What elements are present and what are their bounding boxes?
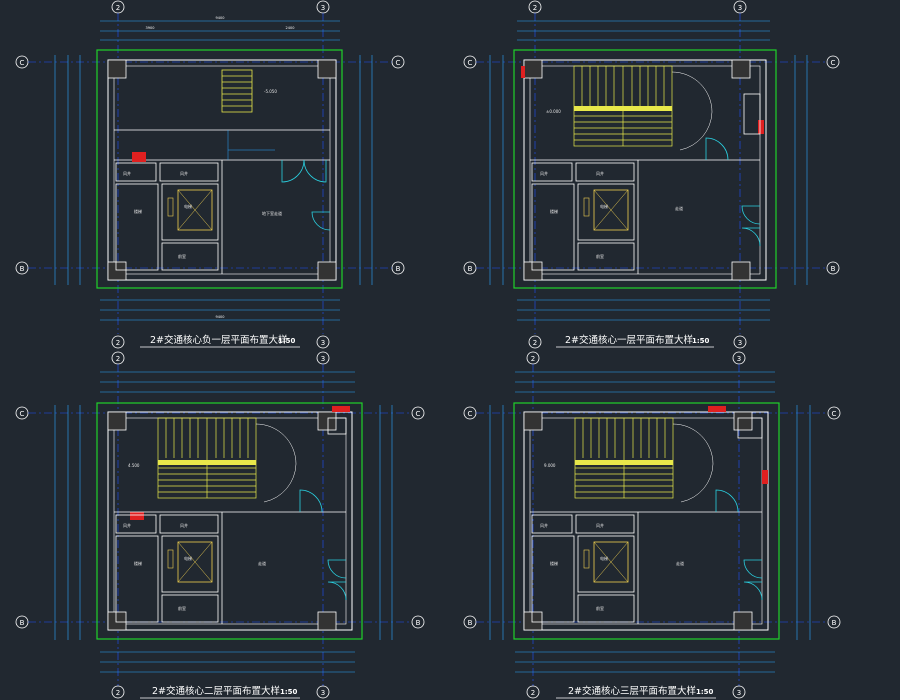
plan-f2-scale: 1:50 <box>280 688 298 696</box>
svg-text:2: 2 <box>116 355 120 363</box>
svg-text:地下室走道: 地下室走道 <box>262 210 282 216</box>
plan-f3-scale: 1:50 <box>696 688 714 696</box>
svg-text:2: 2 <box>116 689 120 697</box>
svg-text:楼梯: 楼梯 <box>550 560 558 566</box>
svg-text:电梯: 电梯 <box>600 203 608 209</box>
svg-text:走道: 走道 <box>675 205 683 211</box>
plan-f1-scale: 1:50 <box>692 337 710 345</box>
svg-text:C: C <box>831 59 836 67</box>
plan-b1-title: 2#交通核心负一层平面布置大样 <box>150 334 288 346</box>
svg-text:B: B <box>396 265 401 273</box>
svg-text:2: 2 <box>531 355 535 363</box>
plan-f2-border <box>96 402 363 640</box>
svg-text:9.000: 9.000 <box>544 463 556 468</box>
svg-text:风井: 风井 <box>180 170 188 176</box>
svg-text:3: 3 <box>738 339 742 347</box>
svg-text:B: B <box>20 265 25 273</box>
svg-text:2: 2 <box>116 339 120 347</box>
plan-f3-border <box>513 402 780 640</box>
plan-f1-title: 2#交通核心一层平面布置大样 <box>565 334 693 346</box>
svg-text:-5.050: -5.050 <box>264 89 277 94</box>
svg-text:电梯: 电梯 <box>600 555 608 561</box>
svg-text:C: C <box>416 410 421 418</box>
svg-text:走道: 走道 <box>676 560 684 566</box>
svg-text:±0.000: ±0.000 <box>546 109 561 114</box>
svg-text:楼梯: 楼梯 <box>134 208 142 214</box>
svg-text:电梯: 电梯 <box>184 555 192 561</box>
plan-b1: 2 3 9400 3900 2400 C B C B <box>15 0 405 349</box>
svg-text:风井: 风井 <box>596 522 604 528</box>
svg-text:走道: 走道 <box>258 560 266 566</box>
svg-text:3: 3 <box>737 689 741 697</box>
svg-text:3: 3 <box>321 689 325 697</box>
svg-text:风井: 风井 <box>540 170 548 176</box>
svg-text:B: B <box>20 619 25 627</box>
svg-text:9400: 9400 <box>216 16 225 20</box>
svg-text:楼梯: 楼梯 <box>134 560 142 566</box>
plan-b1-border <box>96 49 343 289</box>
svg-text:2400: 2400 <box>286 26 295 30</box>
svg-text:B: B <box>416 619 421 627</box>
svg-text:B: B <box>831 265 836 273</box>
svg-text:9400: 9400 <box>216 315 225 319</box>
svg-text:电梯: 电梯 <box>184 203 192 209</box>
svg-text:B: B <box>832 619 837 627</box>
axis-label-3-top: 3 <box>321 4 325 12</box>
svg-text:2: 2 <box>533 4 537 12</box>
svg-text:B: B <box>468 265 473 273</box>
svg-text:B: B <box>468 619 473 627</box>
svg-text:C: C <box>20 410 25 418</box>
axis-label-2-top: 2 <box>116 4 120 12</box>
svg-text:3900: 3900 <box>146 26 155 30</box>
svg-text:C: C <box>468 59 473 67</box>
svg-text:前室: 前室 <box>596 605 604 611</box>
plan-f2-title: 2#交通核心二层平面布置大样 <box>152 685 280 697</box>
svg-text:楼梯: 楼梯 <box>550 208 558 214</box>
plan-f2: 2 3 C B C B <box>15 351 425 699</box>
svg-text:4.500: 4.500 <box>128 463 140 468</box>
svg-text:2: 2 <box>531 689 535 697</box>
svg-text:2: 2 <box>533 339 537 347</box>
svg-text:3: 3 <box>321 339 325 347</box>
plan-f3: 2 3 C B C B <box>463 351 841 699</box>
svg-text:前室: 前室 <box>178 605 186 611</box>
svg-text:3: 3 <box>321 355 325 363</box>
svg-text:风井: 风井 <box>596 170 604 176</box>
svg-text:C: C <box>832 410 837 418</box>
svg-text:3: 3 <box>738 4 742 12</box>
svg-text:C: C <box>20 59 25 67</box>
svg-text:风井: 风井 <box>180 522 188 528</box>
plan-f1-border <box>513 49 777 289</box>
svg-text:风井: 风井 <box>123 170 131 176</box>
svg-text:3: 3 <box>737 355 741 363</box>
svg-text:C: C <box>468 410 473 418</box>
svg-text:C: C <box>396 59 401 67</box>
svg-text:风井: 风井 <box>540 522 548 528</box>
plan-f3-title: 2#交通核心三层平面布置大样 <box>568 685 696 697</box>
svg-text:前室: 前室 <box>178 253 186 259</box>
plan-b1-scale: 1:50 <box>278 337 296 345</box>
plan-f1: 2 3 C B C B <box>463 0 840 349</box>
svg-text:前室: 前室 <box>596 253 604 259</box>
svg-text:风井: 风井 <box>123 522 131 528</box>
